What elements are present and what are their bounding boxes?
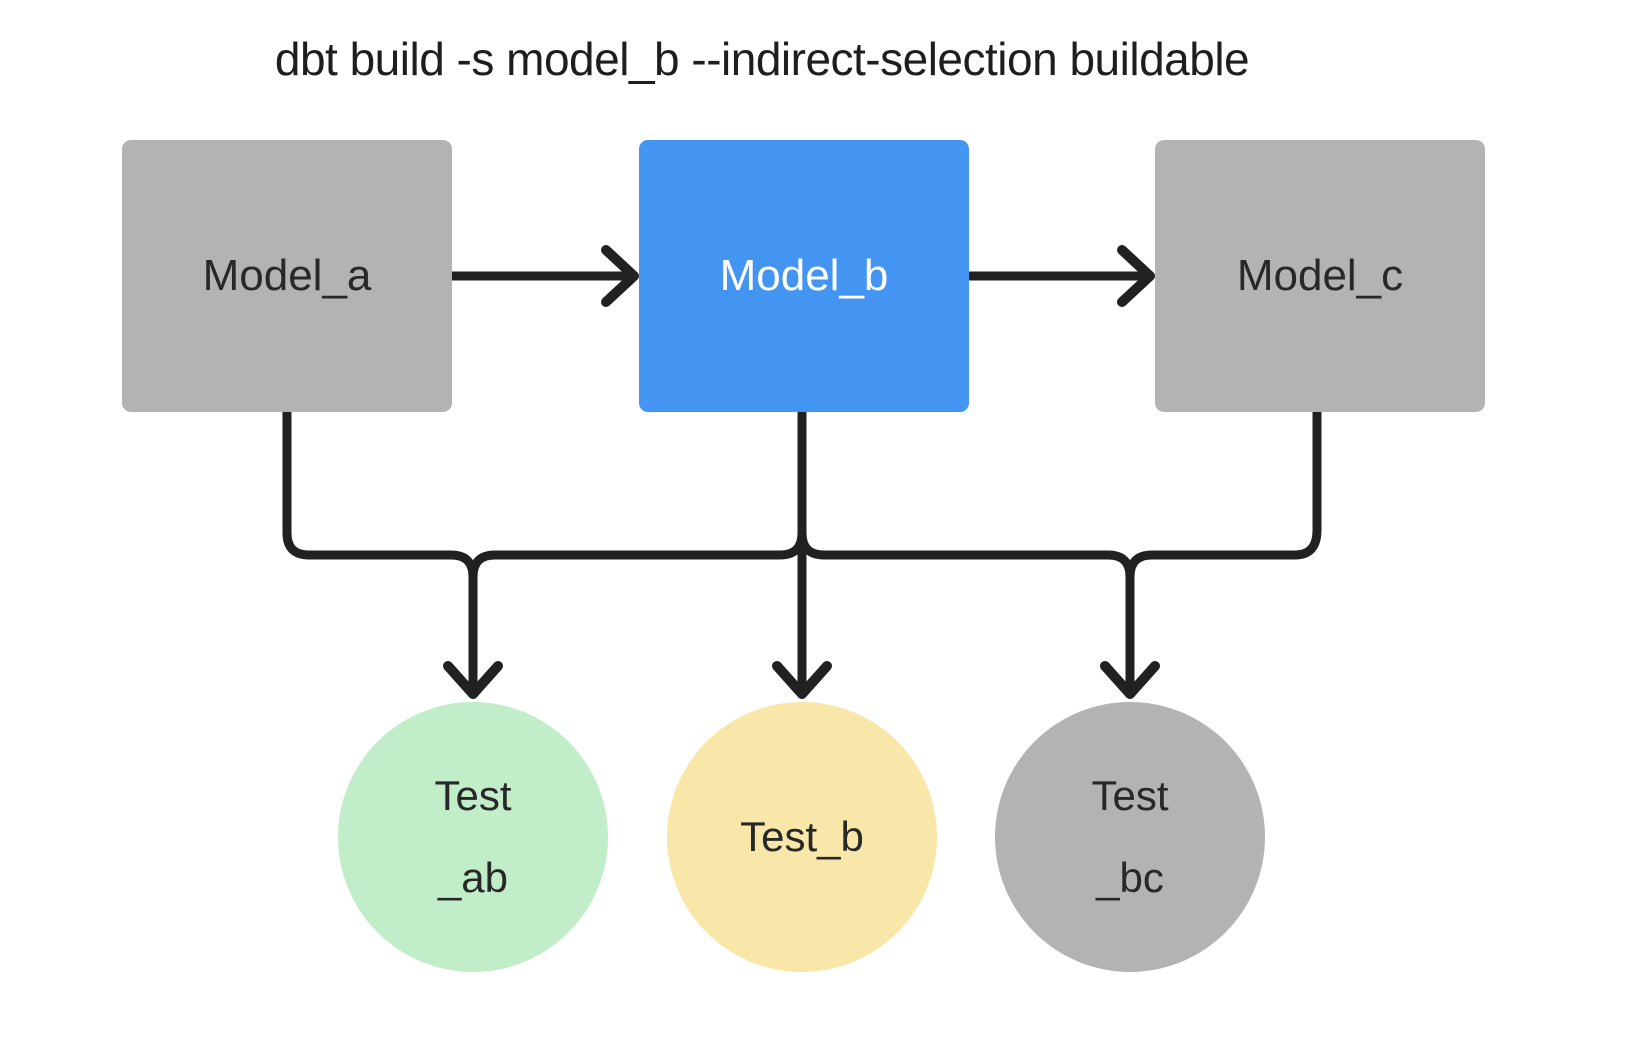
edge-model-c-to-test-bc xyxy=(1125,407,1322,687)
node-test-bc-label: Test _bc xyxy=(1091,772,1169,901)
node-model-c: Model_c xyxy=(1155,140,1485,412)
node-test-b-label: Test_b xyxy=(740,813,864,861)
node-test-ab: Test _ab xyxy=(338,702,608,972)
node-test-bc: Test _bc xyxy=(995,702,1265,972)
node-model-b-label: Model_b xyxy=(719,250,889,300)
edge-model-b-to-test-bc xyxy=(797,528,1135,687)
edges-group xyxy=(282,245,1322,699)
node-model-b: Model_b xyxy=(639,140,969,412)
node-model-a: Model_a xyxy=(122,140,452,412)
edge-model-a-to-test-ab xyxy=(282,407,478,687)
edge-model-a-to-model-b-arrowhead xyxy=(601,245,639,307)
edge-to-test-b-arrowhead xyxy=(772,661,832,699)
node-model-a-label: Model_a xyxy=(202,250,372,300)
node-test-ab-label: Test _ab xyxy=(434,772,512,901)
edge-to-test-ab-arrowhead xyxy=(443,661,503,699)
edge-model-b-to-model-c-arrowhead xyxy=(1117,245,1155,307)
node-test-b: Test_b xyxy=(667,702,937,972)
page-title: dbt build -s model_b --indirect-selectio… xyxy=(274,33,1250,85)
node-model-c-label: Model_c xyxy=(1236,250,1404,300)
edge-to-test-bc-arrowhead xyxy=(1100,661,1160,699)
edge-model-b-to-test-ab xyxy=(468,407,807,687)
